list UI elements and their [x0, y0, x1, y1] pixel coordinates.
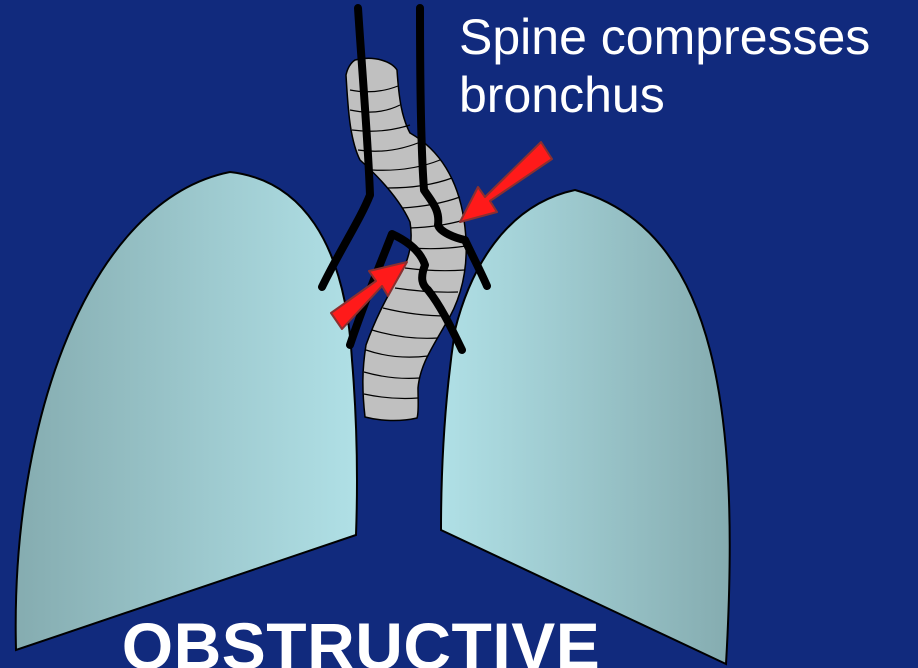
caption: Spine compresses bronchus	[459, 8, 914, 124]
caption-line-2: bronchus	[459, 66, 914, 124]
left-lung	[16, 172, 357, 650]
slide-title: OBSTRUCTIVE	[0, 608, 722, 668]
caption-line-1: Spine compresses	[459, 8, 914, 66]
right-lung	[441, 190, 730, 664]
